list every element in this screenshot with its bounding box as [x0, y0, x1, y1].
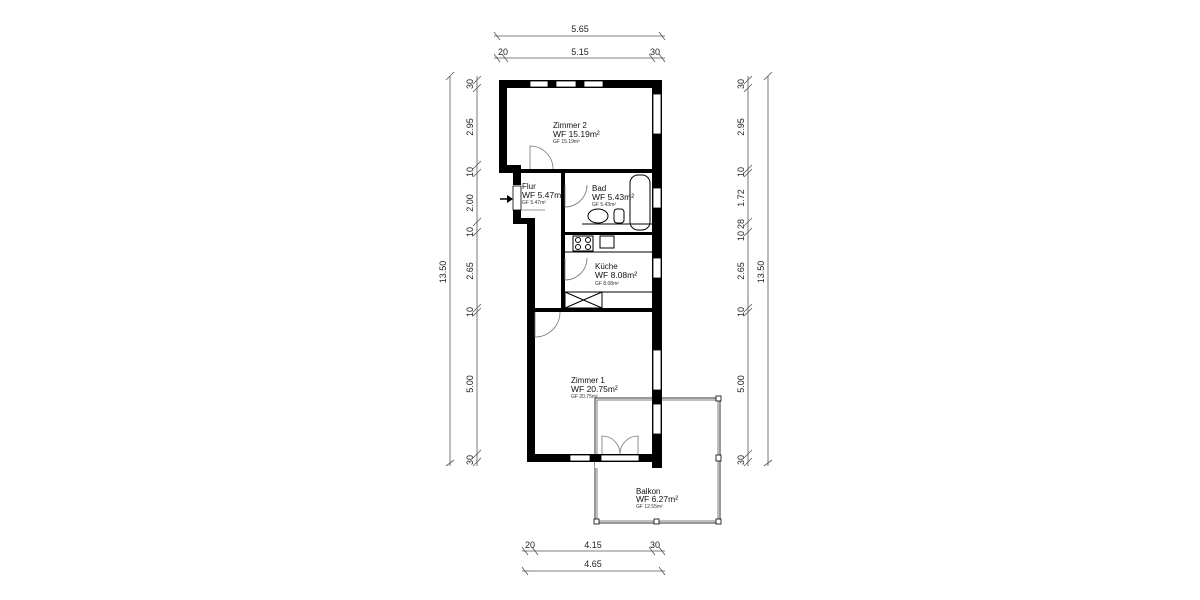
- room-name: Bad: [592, 184, 606, 193]
- dim-right-part: 5.00: [736, 375, 746, 393]
- room-balkon: Balkon WF 6.27m² GF 12.55m²: [636, 487, 678, 510]
- room-name: Zimmer 1: [571, 376, 605, 385]
- dimension-tick: [743, 303, 753, 313]
- arrow-right-icon: [500, 195, 513, 203]
- dim-right-part: 30: [736, 79, 746, 89]
- dim-bottom-total: 4.65: [584, 559, 602, 569]
- top-dimensions: 5.65 20 5.15 30: [493, 24, 666, 63]
- dimension-tick: [472, 449, 482, 459]
- room-kueche: Küche WF 8.08m² GF 8.08m²: [595, 262, 637, 287]
- dim-right-part: 28: [736, 219, 746, 229]
- dimension-tick: [743, 449, 753, 459]
- dimension-tick: [743, 75, 753, 85]
- dim-left-part: 2.95: [465, 118, 475, 136]
- dim-right-part: 10: [736, 307, 746, 317]
- dim-right-part: 1.72: [736, 189, 746, 207]
- dim-left-part: 10: [465, 227, 475, 237]
- dimension-tick: [472, 227, 482, 237]
- room-gf: GF 5.47m²: [522, 200, 546, 206]
- right-dimensions: 13.50: [743, 71, 773, 467]
- sink: [599, 235, 615, 249]
- fixtures: [564, 174, 652, 309]
- dim-left-part: 2.00: [465, 194, 475, 212]
- dim-bottom-part: 20: [525, 540, 535, 550]
- room-gf: GF 12.55m²: [636, 504, 663, 510]
- toilet: [613, 208, 625, 224]
- dim-left-part: 30: [465, 455, 475, 465]
- dim-left-part: 30: [465, 79, 475, 89]
- windows: [512, 80, 662, 462]
- room-gf: GF 20.75m²: [571, 394, 598, 400]
- dim-right-part: 10: [736, 167, 746, 177]
- dimension-tick: [472, 307, 482, 317]
- washbasin: [587, 208, 609, 224]
- dim-left-part: 5.00: [465, 375, 475, 393]
- dim-right-part: 2.95: [736, 118, 746, 136]
- dim-left-part: 10: [465, 307, 475, 317]
- room-wf: WF 6.27m²: [636, 494, 678, 504]
- dim-right-part: 10: [736, 231, 746, 241]
- room-name: Balkon: [636, 487, 660, 496]
- dim-bottom-part: 4.15: [584, 540, 602, 550]
- room-name: Küche: [595, 262, 618, 271]
- bathtub: [629, 174, 651, 231]
- bottom-dimensions: 20 4.15 30 4.65: [521, 540, 666, 576]
- dimension-tick: [743, 83, 753, 93]
- dimension-tick: [743, 164, 753, 174]
- room-wf: WF 5.43m²: [592, 192, 634, 202]
- dimension-tick: [743, 307, 753, 317]
- dim-right-total: 13.50: [756, 261, 766, 284]
- room-gf: GF 5.43m²: [592, 202, 616, 208]
- room-wf: WF 20.75m²: [571, 384, 618, 394]
- dimension-tick: [472, 83, 482, 93]
- room-name: Zimmer 2: [553, 121, 587, 130]
- dim-left-part: 2.65: [465, 262, 475, 280]
- dimension-tick: [472, 168, 482, 178]
- dimension-tick: [472, 75, 482, 85]
- room-gf: GF 8.08m²: [595, 281, 619, 287]
- dimension-tick: [743, 168, 753, 178]
- room-zimmer-2: Zimmer 2 WF 15.19m² GF 15.19m²: [553, 121, 600, 145]
- room-wf: WF 15.19m²: [553, 129, 600, 139]
- dim-left-total: 13.50: [438, 261, 448, 284]
- doors: [521, 145, 639, 455]
- dim-right-part: 2.65: [736, 262, 746, 280]
- dimension-tick: [743, 217, 753, 227]
- room-name: Flur: [522, 182, 536, 191]
- dimension-tick: [472, 457, 482, 467]
- dimension-tick: [743, 457, 753, 467]
- room-zimmer-1: Zimmer 1 WF 20.75m² GF 20.75m²: [571, 376, 618, 400]
- stove: [572, 235, 594, 252]
- dimension-tick: [472, 303, 482, 313]
- room-gf: GF 15.19m²: [553, 139, 580, 145]
- dimension-tick: [472, 160, 482, 170]
- dim-right-part: 30: [736, 455, 746, 465]
- left-dimensions: 13.50: [438, 71, 482, 467]
- dim-left-part: 10: [465, 167, 475, 177]
- dim-top-part: 20: [498, 47, 508, 57]
- room-flur: Flur WF 5.47m² GF 5.47m²: [522, 182, 564, 206]
- room-wf: WF 5.47m²: [522, 190, 564, 200]
- dim-top-part: 5.15: [571, 47, 589, 57]
- room-wf: WF 8.08m²: [595, 270, 637, 280]
- dimension-tick: [472, 217, 482, 227]
- dimension-tick: [743, 227, 753, 237]
- room-bad: Bad WF 5.43m² GF 5.43m²: [592, 184, 634, 208]
- dim-top-total: 5.65: [571, 24, 589, 34]
- dim-bottom-part: 30: [650, 540, 660, 550]
- dim-top-part: 30: [650, 47, 660, 57]
